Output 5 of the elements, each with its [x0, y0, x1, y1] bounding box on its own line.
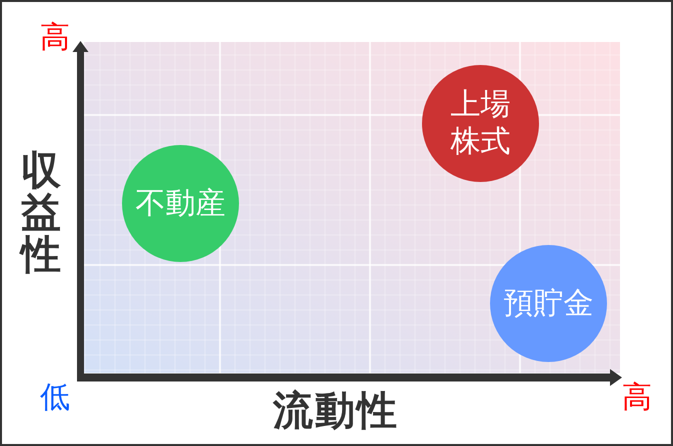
axis-title: 収益性 [20, 150, 62, 276]
axis-title: 流動性 [273, 391, 399, 431]
axis-end-label: 低 [40, 383, 70, 413]
axis-end-label: 高 [40, 23, 70, 53]
axis-end-label: 高 [622, 383, 652, 413]
